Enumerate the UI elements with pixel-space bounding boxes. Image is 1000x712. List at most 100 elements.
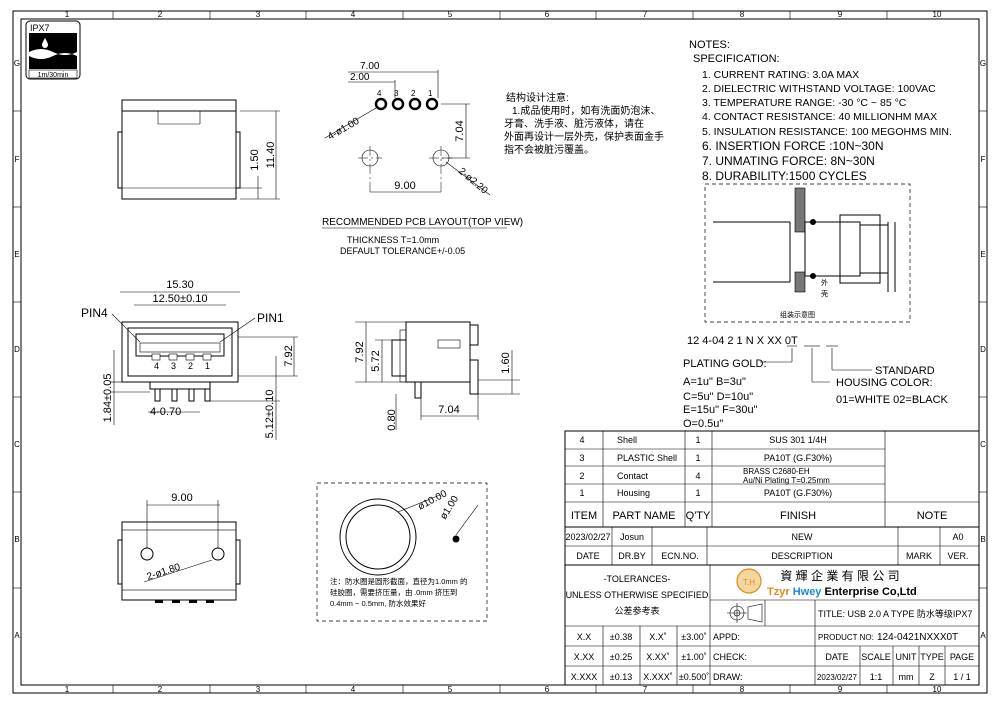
svg-text:9: 9 (838, 10, 843, 19)
svg-text:2.00: 2.00 (350, 72, 370, 83)
svg-text:7.92: 7.92 (354, 341, 366, 362)
svg-text:X.XXX: X.XXX (571, 672, 598, 682)
svg-text:4: 4 (154, 361, 159, 371)
svg-text:牙膏、洗手液、脏污液体，请在: 牙膏、洗手液、脏污液体，请在 (504, 117, 644, 130)
svg-text:2: 2 (579, 471, 584, 481)
svg-text:外: 外 (821, 278, 828, 287)
svg-text:8: 8 (740, 10, 745, 19)
svg-text:1:1: 1:1 (870, 672, 883, 682)
svg-text:ITEM: ITEM (571, 510, 597, 522)
row-labels-left: G F E D C B A (14, 59, 20, 640)
svg-text:2: 2 (411, 89, 416, 98)
svg-text:A: A (14, 631, 20, 640)
bottom-view: 9.00 2-ø1.80 (117, 492, 241, 603)
svg-text:1m/30min: 1m/30min (38, 72, 69, 79)
svg-text:4: 4 (351, 10, 356, 19)
svg-text:±3.00˚: ±3.00˚ (681, 632, 706, 642)
svg-text:資 輝 企 業 有 限 公 司: 資 輝 企 業 有 限 公 司 (780, 568, 899, 583)
svg-text:G: G (14, 59, 20, 68)
svg-text:X.X˚: X.X˚ (649, 632, 667, 642)
svg-text:3: 3 (394, 89, 399, 98)
svg-text:Josun: Josun (620, 532, 644, 542)
svg-text:A: A (980, 631, 986, 640)
svg-text:C: C (980, 440, 986, 449)
svg-text:F: F (981, 155, 986, 164)
svg-text:4: 4 (695, 471, 700, 481)
svg-text:A0: A0 (952, 532, 963, 542)
svg-text:6. INSERTION FORCE :10N~30N: 6. INSERTION FORCE :10N~30N (702, 139, 884, 153)
svg-text:注：防水圈是圆形截面，直径为1.0mm 的: 注：防水圈是圆形截面，直径为1.0mm 的 (330, 576, 468, 586)
svg-text:PIN4: PIN4 (81, 306, 108, 320)
svg-text:1 / 1: 1 / 1 (953, 672, 971, 682)
svg-text:124-0421NXXX0T: 124-0421NXXX0T (877, 632, 958, 643)
svg-text:DRAW:: DRAW: (713, 672, 743, 682)
svg-text:Shell: Shell (617, 435, 637, 445)
svg-text:B: B (980, 535, 985, 544)
svg-text:2-ø1.80: 2-ø1.80 (146, 562, 183, 583)
svg-text:7: 7 (643, 10, 648, 19)
svg-text:9.00: 9.00 (171, 492, 192, 504)
svg-text:T.H: T.H (743, 578, 755, 587)
svg-text:4: 4 (579, 435, 584, 445)
svg-text:NOTES:: NOTES: (689, 39, 730, 51)
svg-text:E: E (980, 250, 985, 259)
row-labels-right: G F E D C B A (980, 59, 986, 640)
svg-text:公差参考表: 公差参考表 (614, 605, 659, 616)
svg-text:PAGE: PAGE (950, 652, 974, 662)
ipx7-badge: IPX7 1m/30min (25, 20, 81, 80)
svg-text:2-ø2.20: 2-ø2.20 (456, 166, 490, 197)
specification-notes: NOTES: SPECIFICATION: 1. CURRENT RATING:… (689, 39, 952, 183)
svg-text:3: 3 (256, 10, 261, 19)
svg-text:5.72: 5.72 (370, 350, 382, 371)
water-drop-icon (42, 38, 48, 48)
svg-text:1: 1 (205, 361, 210, 371)
svg-text:UNIT: UNIT (896, 652, 917, 662)
svg-text:2. DIELECTRIC WITHSTAND VOLTAG: 2. DIELECTRIC WITHSTAND VOLTAGE: 100VAC (702, 83, 936, 95)
svg-text:D: D (14, 345, 20, 354)
svg-text:MARK: MARK (906, 551, 932, 561)
title-block: -TOLERANCES- UNLESS OTHERWISE SPECIFIED … (564, 564, 980, 686)
svg-text:DESCRIPTION: DESCRIPTION (771, 551, 833, 561)
svg-text:X.X: X.X (577, 632, 592, 642)
svg-text:C: C (14, 440, 20, 449)
svg-text:9.00: 9.00 (394, 180, 415, 192)
svg-text:5: 5 (448, 10, 453, 19)
svg-text:1.60: 1.60 (500, 352, 512, 373)
svg-text:THICKNESS T=1.0mm: THICKNESS T=1.0mm (347, 235, 439, 245)
svg-text:F: F (15, 155, 20, 164)
svg-text:CHECK:: CHECK: (713, 652, 747, 662)
svg-text:SUS 301 1/4H: SUS 301 1/4H (769, 435, 827, 445)
svg-text:5. INSULATION RESISTANCE: 100: 5. INSULATION RESISTANCE: 100 MEGOHMS MI… (702, 126, 952, 138)
svg-text:BRASS C2680-EH: BRASS C2680-EH (743, 467, 810, 476)
svg-text:mm: mm (899, 672, 914, 682)
svg-text:X.XXX˚: X.XXX˚ (643, 672, 673, 682)
svg-text:TITLE: USB 2.0 A TYPE 防水等级IPX7: TITLE: USB 2.0 A TYPE 防水等级IPX7 (818, 608, 972, 619)
svg-text:NEW: NEW (792, 532, 814, 542)
svg-text:4: 4 (377, 89, 382, 98)
svg-text:ECN.NO.: ECN.NO. (661, 551, 699, 561)
svg-text:PART NAME: PART NAME (613, 510, 676, 522)
svg-text:-TOLERANCES-: -TOLERANCES- (604, 574, 671, 584)
chinese-notes: 结构设计注意: 1.成品使用时，如有洗面奶泡沫、 牙膏、洗手液、脏污液体，请在 … (504, 91, 664, 156)
svg-text:IPX7: IPX7 (30, 23, 50, 33)
svg-text:RECOMMENDED PCB LAYOUT(TOP VIE: RECOMMENDED PCB LAYOUT(TOP VIEW) (322, 217, 523, 228)
svg-text:7.04: 7.04 (454, 120, 466, 141)
svg-text:4. CONTACT RESISTANCE: 40 MILL: 4. CONTACT RESISTANCE: 40 MILLIONHM MAX (702, 111, 937, 123)
svg-text:3: 3 (171, 361, 176, 371)
svg-text:Contact: Contact (617, 471, 649, 481)
svg-text:01=WHITE 02=BLACK: 01=WHITE 02=BLACK (836, 394, 949, 406)
svg-text:3: 3 (256, 685, 261, 694)
svg-text:DATE: DATE (825, 652, 848, 662)
bom-table: 4 Shell 1 SUS 301 1/4H 3 PLASTIC Shell 1… (564, 430, 980, 528)
svg-text:5: 5 (448, 685, 453, 694)
svg-text:0.80: 0.80 (386, 409, 398, 430)
svg-text:PIN1: PIN1 (257, 311, 284, 325)
svg-text:11.40: 11.40 (265, 142, 277, 169)
svg-text:1: 1 (579, 488, 584, 498)
svg-text:7: 7 (643, 685, 648, 694)
seal-ring-detail: ø10.00 ø1.00 注：防水圈是圆形截面，直径为1.0mm 的 硅胶圈，需… (316, 482, 488, 622)
svg-text:结构设计注意:: 结构设计注意: (506, 91, 569, 104)
svg-text:0.4mm ~ 0.5mm, 防水效果好: 0.4mm ~ 0.5mm, 防水效果好 (330, 598, 427, 608)
svg-text:Q'TY: Q'TY (686, 510, 711, 522)
company-logo-icon (736, 568, 762, 594)
